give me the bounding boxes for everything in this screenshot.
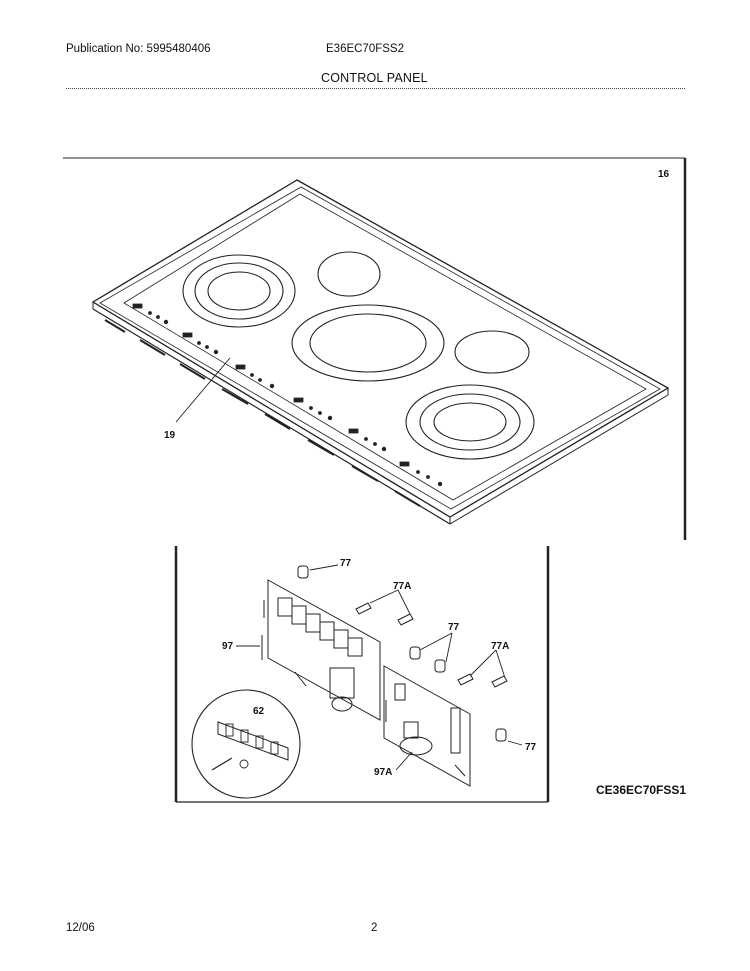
callout-97: 97 [222, 641, 234, 652]
footer-date: 12/06 [66, 922, 95, 934]
callout-77a-top: 77A [393, 581, 411, 592]
callout-97a: 97A [374, 767, 392, 778]
callout-77-middle: 77 [448, 622, 460, 633]
inset-62 [191, 689, 301, 799]
callout-77-bottom: 77 [525, 742, 537, 753]
callout-62: 62 [253, 706, 265, 717]
model-number: E36EC70FSS2 [326, 43, 404, 55]
front-vents [104, 319, 421, 507]
fastener-leaders [236, 564, 523, 771]
burner-right-rear [454, 330, 530, 374]
page-number: 2 [371, 922, 378, 934]
leader-19 [175, 357, 231, 423]
fasteners [297, 565, 508, 742]
header-divider [66, 88, 685, 89]
callout-16: 16 [658, 169, 670, 180]
burner-right-front [405, 384, 535, 460]
callout-77-top: 77 [340, 558, 352, 569]
section-title: CONTROL PANEL [321, 71, 428, 85]
lower-frame [174, 546, 550, 803]
callout-19: 19 [164, 430, 176, 441]
callout-77a-middle: 77A [491, 641, 509, 652]
control-board-97 [261, 579, 381, 721]
publication-number: Publication No: 5995480406 [66, 43, 211, 55]
cooktop-glass [91, 179, 670, 525]
control-strip [132, 303, 443, 487]
burner-center-rear [317, 251, 381, 297]
upper-frame [63, 157, 687, 540]
control-board-97a [383, 665, 471, 787]
burner-left-rear [182, 254, 296, 328]
figure-id: CE36EC70FSS1 [596, 783, 687, 797]
burners [182, 251, 535, 460]
burner-center [291, 304, 445, 382]
